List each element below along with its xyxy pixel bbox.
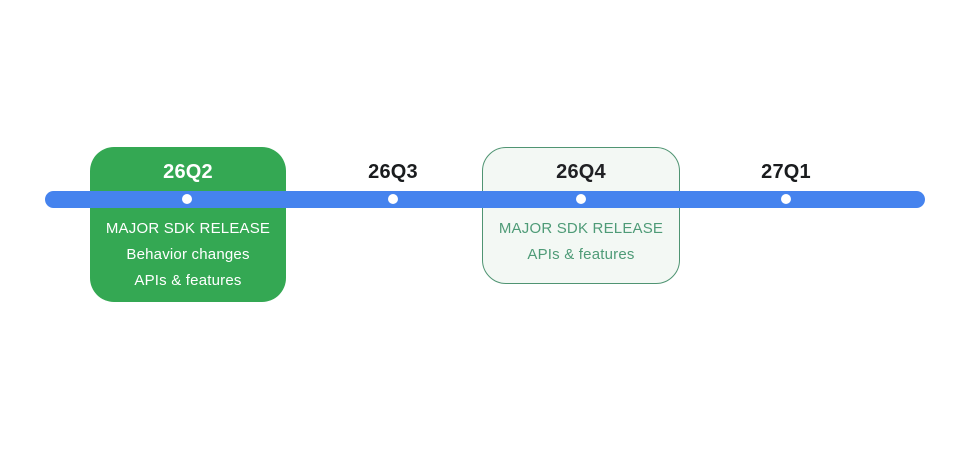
timeline-dot-26q2	[182, 194, 192, 204]
milestone-label-26q2: 26Q2	[163, 161, 213, 183]
milestone-label-26q3: 26Q3	[368, 161, 418, 183]
milestone-label-26q4: 26Q4	[556, 161, 606, 183]
milestone-detail-line: APIs & features	[527, 246, 635, 263]
milestone-label-27q1: 27Q1	[761, 161, 811, 183]
milestone-detail-line: MAJOR SDK RELEASE	[105, 220, 271, 237]
milestone-card-26q2: 26Q2 MAJOR SDK RELEASE Behavior changes …	[90, 147, 286, 302]
milestone-detail-line: APIs & features	[134, 272, 242, 289]
timeline-bar	[45, 191, 925, 208]
milestone-details-26q2: MAJOR SDK RELEASE Behavior changes APIs …	[90, 216, 286, 294]
milestone-card-26q4: 26Q4 MAJOR SDK RELEASE APIs & features	[482, 147, 680, 284]
milestone-detail-line: Behavior changes	[126, 246, 250, 263]
timeline-dot-26q3	[388, 194, 398, 204]
milestone-detail-line: MAJOR SDK RELEASE	[498, 220, 664, 237]
milestone-details-26q4: MAJOR SDK RELEASE APIs & features	[483, 216, 679, 268]
timeline-dot-27q1	[781, 194, 791, 204]
timeline-dot-26q4	[576, 194, 586, 204]
